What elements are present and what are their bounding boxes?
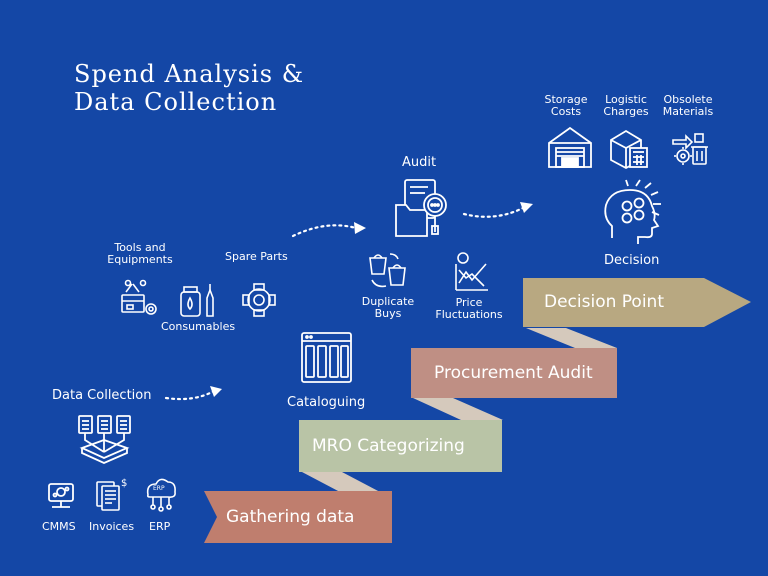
title-line-2: Data Collection [74, 88, 278, 116]
label-erp-badge: ERP [153, 485, 165, 492]
label-obsolete-line-1: Obsolete [663, 93, 713, 106]
label-invoices: Invoices [89, 520, 135, 533]
invoices-icon [96, 481, 120, 511]
step-mro-label: MRO Categorizing [312, 436, 465, 456]
storage-icon [548, 126, 592, 168]
label-logistic-line-2: Charges [603, 105, 649, 118]
arrow-to-decision [462, 205, 527, 218]
label-storage-line-1: Storage [544, 93, 588, 106]
label-consumables: Consumables [161, 320, 236, 333]
label-price-line-1: Price [455, 296, 483, 309]
step-mro-shape [299, 420, 502, 472]
label-tools: Tools and Equipments [100, 242, 180, 266]
step-gathering-shape [204, 491, 392, 543]
dotted-arrows [164, 205, 527, 401]
catalogue-icon [301, 332, 352, 383]
arrow-head-1 [210, 386, 222, 397]
obsolete-icon [672, 133, 708, 165]
consumables-icon [180, 284, 214, 317]
data-collection-icon [78, 415, 131, 464]
label-logistic-line-1: Logistic [605, 93, 647, 106]
label-duplicate-line-2: Buys [374, 307, 402, 320]
step-procurement-label: Procurement Audit [434, 363, 593, 383]
label-price-fluctuations: Price Fluctuations [432, 297, 506, 321]
step-gathering-label: Gathering data [226, 507, 355, 527]
label-spare-parts: Spare Parts [225, 250, 288, 263]
label-decision: Decision [604, 253, 660, 268]
logistic-icon [610, 129, 648, 170]
duplicate-buys-icon [369, 253, 406, 288]
step-decision-shape [523, 278, 751, 327]
arrow-data-collection [164, 389, 216, 401]
staircase [204, 278, 751, 543]
label-tools-line-1: Tools and [114, 241, 166, 254]
label-storage-costs: Storage Costs [536, 94, 596, 118]
connector-3 [526, 328, 617, 348]
arrow-head-2 [354, 222, 366, 234]
label-logistic-charges: Logistic Charges [596, 94, 656, 118]
page-title: Spend Analysis & Data Collection [74, 60, 304, 116]
cmms-icon [48, 483, 74, 508]
spare-parts-icon [242, 283, 276, 317]
label-data-collection: Data Collection [52, 388, 152, 403]
label-erp: ERP [149, 520, 171, 533]
label-cmms: CMMS [42, 520, 76, 533]
label-duplicate-line-1: Duplicate [361, 295, 415, 308]
label-dollar: $ [121, 478, 128, 489]
label-storage-line-2: Costs [550, 105, 582, 118]
label-obsolete-line-2: Materials [662, 105, 714, 118]
title-line-1: Spend Analysis & [74, 60, 305, 88]
connector-2 [413, 398, 503, 420]
label-price-line-2: Fluctuations [435, 308, 503, 321]
decision-icon [604, 179, 661, 244]
label-cataloguing: Cataloguing [287, 395, 366, 410]
label-obsolete-materials: Obsolete Materials [656, 94, 720, 118]
erp-icon [146, 478, 176, 512]
step-decision-label: Decision Point [544, 292, 664, 312]
tools-icon [121, 279, 157, 315]
arrow-head-3 [520, 202, 533, 213]
label-tools-line-2: Equipments [107, 253, 173, 266]
arrow-heads [210, 202, 533, 397]
audit-icon [395, 179, 447, 237]
arrow-to-audit [291, 224, 358, 238]
price-fluctuations-icon [455, 252, 488, 291]
label-duplicate-buys: Duplicate Buys [352, 296, 424, 320]
label-audit: Audit [402, 155, 437, 170]
connector-1 [302, 472, 380, 492]
step-procurement-shape [411, 348, 617, 398]
